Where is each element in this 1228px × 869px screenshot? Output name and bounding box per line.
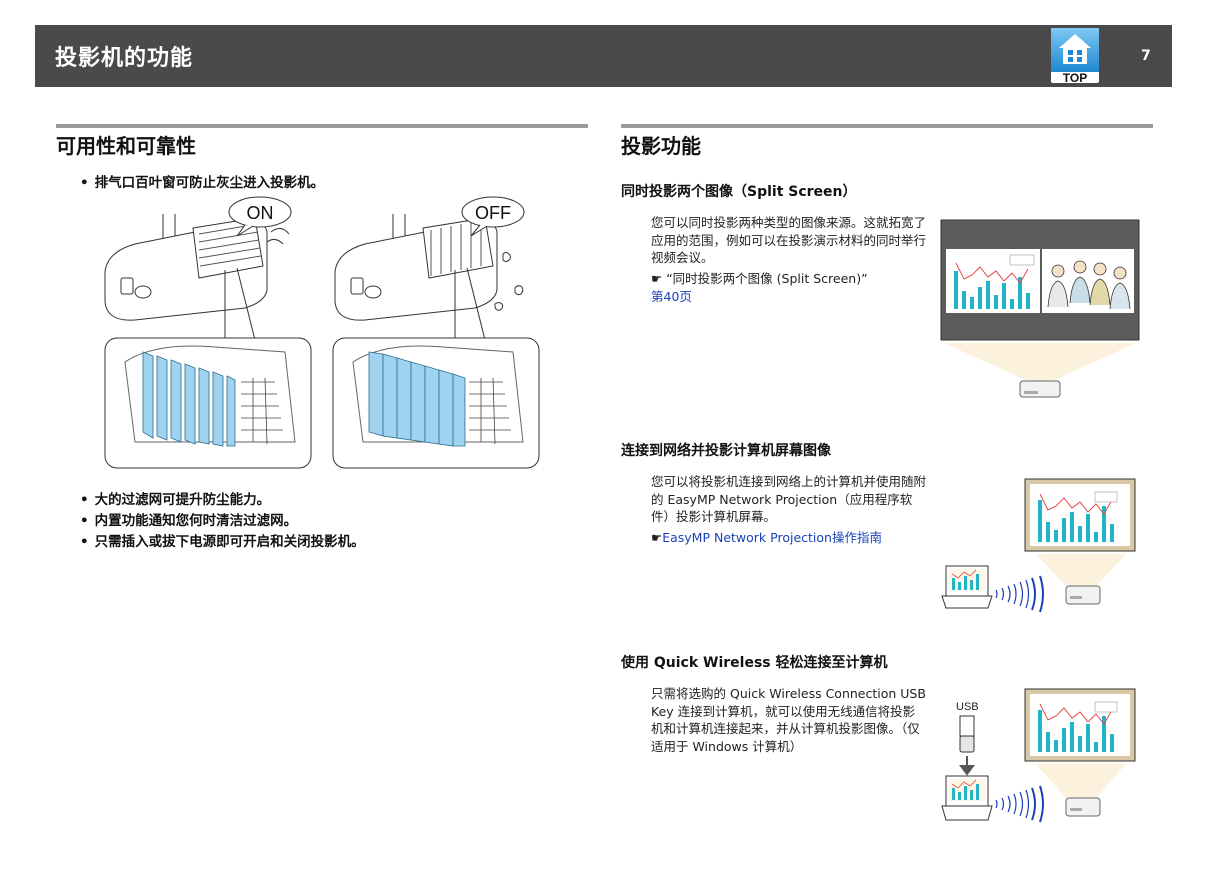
arrow-down-icon xyxy=(959,756,975,776)
louver-illustration: ON xyxy=(104,196,540,469)
quick-wireless-heading: 使用 Quick Wireless 轻松连接至计算机 xyxy=(621,655,888,671)
top-button[interactable]: TOP xyxy=(1051,28,1099,85)
usb-key-icon xyxy=(959,715,975,753)
projector-on-drawing xyxy=(104,214,290,341)
laptop-icon xyxy=(941,775,993,821)
wireless-signal-icon xyxy=(995,785,1044,823)
on-label: ON xyxy=(247,203,274,223)
pointing-hand-icon: ☛ xyxy=(651,530,663,545)
quick-wireless-body: 只需将选购的 Quick Wireless Connection USB Key… xyxy=(651,686,926,754)
laptop-icon xyxy=(941,565,993,609)
projection-beam xyxy=(944,343,1136,381)
projector-off-drawing xyxy=(334,214,524,341)
projection-beam xyxy=(1036,554,1126,586)
easymp-guide-link[interactable]: EasyMP Network Projection操作指南 xyxy=(662,530,882,545)
projector-icon xyxy=(1065,797,1101,817)
bullet-notify: 内置功能通知您何时清洁过滤网。 xyxy=(80,509,298,529)
section-rule-right xyxy=(621,124,1153,128)
usb-label: USB xyxy=(956,701,979,713)
header-bar: 投影机的功能 xyxy=(35,25,1172,87)
projector-icon xyxy=(1019,380,1061,398)
bullet-power: 只需插入或拔下电源即可开启和关闭投影机。 xyxy=(80,530,365,550)
off-label: OFF xyxy=(475,203,511,223)
bullet-filter: 大的过滤网可提升防尘能力。 xyxy=(80,488,271,508)
pointing-hand-icon: ☛ xyxy=(651,271,663,286)
wireless-signal-icon xyxy=(995,575,1044,613)
split-screen-heading: 同时投影两个图像（Split Screen） xyxy=(621,184,857,200)
split-screen-body: 您可以同时投影两种类型的图像来源。这就拓宽了应用的范围，例如可以在投影演示材料的… xyxy=(651,215,927,265)
split-screen-ref: ☛ “同时投影两个图像 (Split Screen)” 第40页 xyxy=(651,270,927,305)
section-rule-left xyxy=(56,124,588,128)
on-bubble: ON xyxy=(228,196,292,237)
projection-beam xyxy=(1036,764,1126,798)
home-icon: TOP xyxy=(1051,28,1099,85)
on-zoom-box xyxy=(104,337,312,469)
split-screen-page-link[interactable]: 第40页 xyxy=(651,288,692,304)
bullet-louver: 排气口百叶窗可防止灰尘进入投影机。 xyxy=(80,171,325,191)
network-ref: ☛EasyMP Network Projection操作指南 xyxy=(651,529,941,547)
page-title: 投影机的功能 xyxy=(55,46,194,71)
off-bubble: OFF xyxy=(461,196,525,237)
split-screen-ref-text: “同时投影两个图像 (Split Screen)” xyxy=(666,271,868,286)
off-zoom-box xyxy=(332,337,540,469)
top-label: TOP xyxy=(1063,71,1087,83)
page-number: 7 xyxy=(1141,48,1151,64)
section-title-projection: 投影功能 xyxy=(621,134,701,158)
network-heading: 连接到网络并投影计算机屏幕图像 xyxy=(621,443,831,459)
projector-icon xyxy=(1065,585,1101,605)
network-illustration xyxy=(941,478,1136,613)
split-screen-illustration xyxy=(940,219,1140,398)
network-body: 您可以将投影机连接到网络上的计算机并使用随附的 EasyMP Network P… xyxy=(651,474,927,524)
quick-wireless-illustration: USB xyxy=(941,688,1136,823)
section-title-availability: 可用性和可靠性 xyxy=(56,134,196,158)
